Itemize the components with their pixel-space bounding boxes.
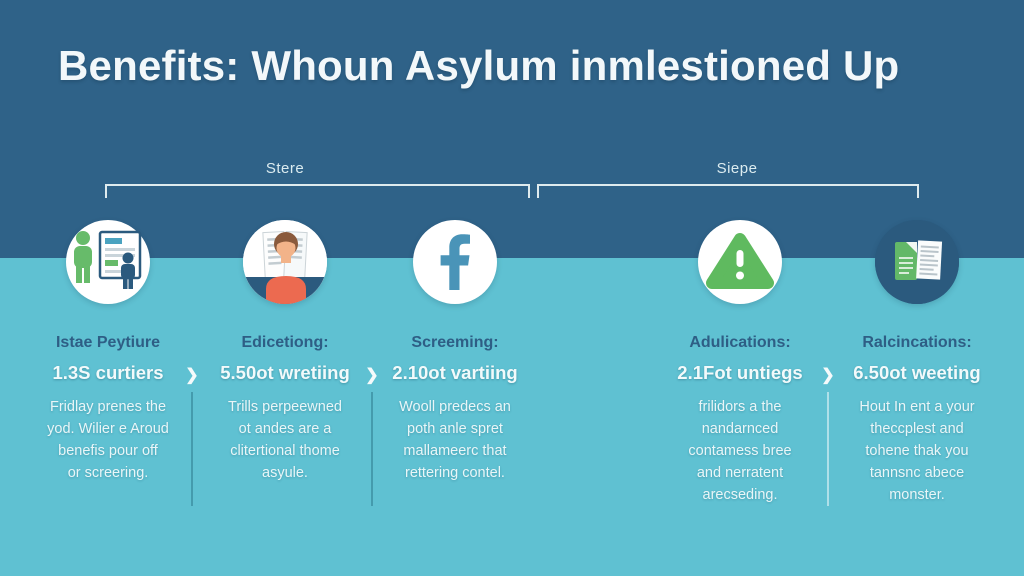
stage-1-bracket xyxy=(105,184,530,198)
column-divider xyxy=(827,392,829,506)
step-column-5: Ralcincations: 6.50ot weeting Hout In en… xyxy=(829,334,1005,506)
column-divider xyxy=(191,392,193,506)
stage-2-bracket xyxy=(537,184,919,198)
step-3-header: Screeming: xyxy=(411,334,499,351)
step-3-body: Wooll predecs an poth anle spret mallame… xyxy=(399,399,511,481)
step-1-body: Fridlay prenes the yod. Wilier e Aroud b… xyxy=(47,399,169,481)
step-4-body: frilidors a the nandarnced contamess bre… xyxy=(688,399,792,503)
step-5-header: Ralcincations: xyxy=(862,334,972,351)
chevron-right-icon: ❯ xyxy=(821,367,835,384)
step-column-3: Screeming: 2.10ot vartiing Wooll predecs… xyxy=(367,334,543,484)
step-4-header: Adulications: xyxy=(689,334,791,351)
chevron-right-icon: ❯ xyxy=(185,367,199,384)
facebook-icon xyxy=(413,220,497,304)
page-title: Benefits: Whoun Asylum inmlestioned Up xyxy=(58,42,900,89)
step-1-header: Istae Peytiure xyxy=(55,334,161,351)
presentation-people-icon xyxy=(66,220,150,304)
step-2-subheader: 5.50ot wretiing xyxy=(220,362,350,383)
chevron-right-icon: ❯ xyxy=(365,367,379,384)
warning-triangle-icon xyxy=(698,220,782,304)
step-1-subheader: 1.3S curtiers xyxy=(52,362,164,383)
step-4-subheader: 2.1Fot untiegs xyxy=(677,362,803,383)
stage-1-label: Stere xyxy=(265,160,305,177)
step-column-2: Edicetiong: 5.50ot wretiing Trills perpe… xyxy=(197,334,373,484)
top-band xyxy=(0,0,1024,258)
step-2-header: Edicetiong: xyxy=(241,334,329,351)
documents-icon xyxy=(875,220,959,304)
step-column-1: Istae Peytiure 1.3S curtiers Fridlay pre… xyxy=(20,334,196,484)
step-5-body: Hout In ent a your theccplest and tohene… xyxy=(859,399,975,503)
step-2-body: Trills perpeewned ot andes are a clitert… xyxy=(228,399,342,481)
reading-person-icon xyxy=(243,220,327,304)
step-3-subheader: 2.10ot vartiing xyxy=(392,362,518,383)
stage-2-label: Siepe xyxy=(716,160,758,177)
column-divider xyxy=(371,392,373,506)
step-5-subheader: 6.50ot weeting xyxy=(853,362,981,383)
step-column-4: Adulications: 2.1Fot untiegs frilidors a… xyxy=(652,334,828,506)
